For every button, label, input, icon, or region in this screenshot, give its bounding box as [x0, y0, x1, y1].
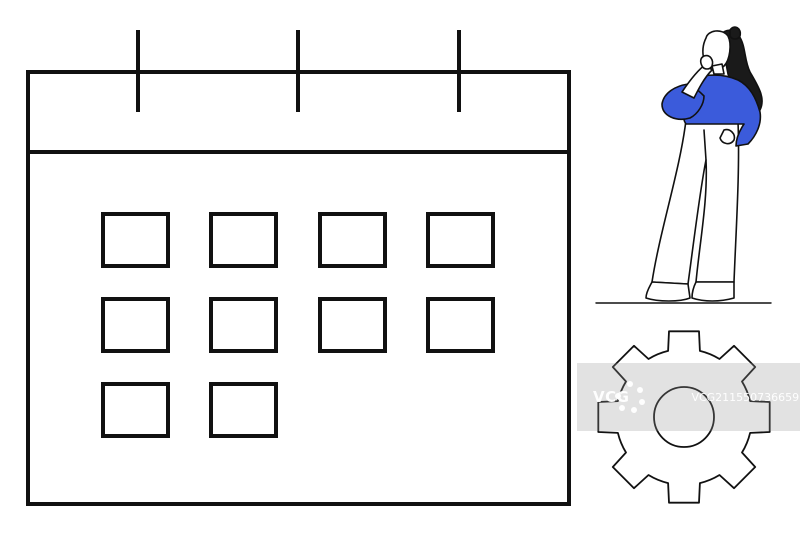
- gear-icon: [597, 330, 771, 504]
- hair-bun: [729, 26, 742, 40]
- calendar-frame: [26, 70, 571, 506]
- watermark-id: VCG211550736659: [691, 390, 800, 404]
- date-cell: [318, 297, 387, 353]
- date-cell: [101, 382, 170, 438]
- date-cell: [209, 297, 278, 353]
- watermark-logo: VCG: [577, 388, 629, 406]
- watermark-flower-icon: [615, 381, 645, 413]
- right-shoe: [691, 281, 735, 302]
- date-cell: [101, 297, 170, 353]
- neck: [711, 63, 725, 75]
- pants-seam: [703, 129, 707, 161]
- date-cell: [209, 212, 278, 268]
- forearm: [681, 63, 713, 99]
- person-thinking: [595, 26, 772, 304]
- watermark-logo-text: VCG: [593, 388, 630, 406]
- gear-hole: [653, 386, 715, 448]
- hand: [699, 54, 714, 70]
- watermark: VCG VCG211550736659: [577, 363, 800, 431]
- date-cell: [318, 212, 387, 268]
- calendar-icon: [26, 30, 571, 506]
- pants: [651, 119, 740, 285]
- date-cell: [101, 212, 170, 268]
- date-cell: [426, 212, 495, 268]
- shirt: [682, 74, 762, 147]
- date-cell: [209, 382, 278, 438]
- hip-hand: [719, 128, 736, 145]
- date-cell: [426, 297, 495, 353]
- watermark-band: [577, 363, 800, 431]
- left-shoe: [645, 281, 691, 302]
